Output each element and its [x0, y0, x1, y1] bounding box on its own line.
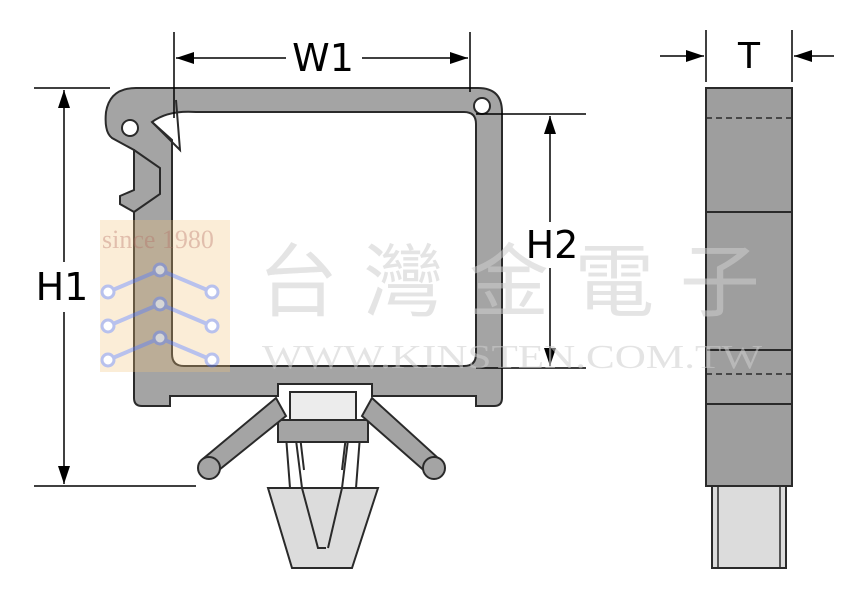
dimension-h2: H2: [476, 113, 586, 369]
mounting-prong: [266, 419, 380, 569]
prong-neck: [277, 419, 369, 443]
spring-arm-right-tip: [422, 456, 446, 480]
watermark-chinese: 台 灣 金 電 子: [258, 236, 760, 329]
latch-hook: [133, 149, 161, 213]
base-window: [289, 391, 357, 421]
logo-since-text: since 1980: [102, 225, 214, 254]
spring-arms: [197, 396, 446, 480]
t-arrow-right: [794, 50, 812, 62]
side-body: [705, 87, 793, 487]
pivot-hole-left: [121, 119, 139, 137]
w1-arrow-left: [176, 52, 194, 64]
prong-inner-right: [327, 439, 349, 549]
h2-label: H2: [526, 223, 579, 267]
t-arrow-left: [686, 50, 704, 62]
dimension-h1: H1: [34, 87, 196, 487]
h2-arrow-top: [544, 116, 556, 134]
watermark: since 1980 台 灣 金 電 子 WWW.KINSTEN.COM.TW: [100, 220, 763, 376]
front-view: [104, 87, 503, 569]
logo-circuit-nodes: [100, 262, 220, 368]
h2-arrow-bottom: [544, 348, 556, 366]
h1-arrow-top: [58, 90, 70, 108]
holder-frame: [104, 87, 503, 407]
side-prong: [711, 485, 787, 569]
side-view: [705, 87, 793, 569]
w1-label: W1: [292, 36, 354, 80]
pivot-hole-right: [473, 97, 491, 115]
prong-inner-left: [295, 439, 326, 549]
dimension-w1: W1: [173, 32, 471, 118]
watermark-url: WWW.KINSTEN.COM.TW: [262, 339, 763, 376]
h1-arrow-bottom: [58, 466, 70, 484]
spring-arm-left-tip: [197, 456, 221, 480]
watermark-logo: since 1980: [100, 220, 230, 372]
t-label: T: [737, 36, 761, 77]
latch-tongue: [151, 99, 182, 153]
prong-body: [266, 487, 380, 569]
dimension-t: T: [660, 30, 834, 82]
h1-label: H1: [36, 265, 89, 309]
w1-arrow-right: [450, 52, 468, 64]
